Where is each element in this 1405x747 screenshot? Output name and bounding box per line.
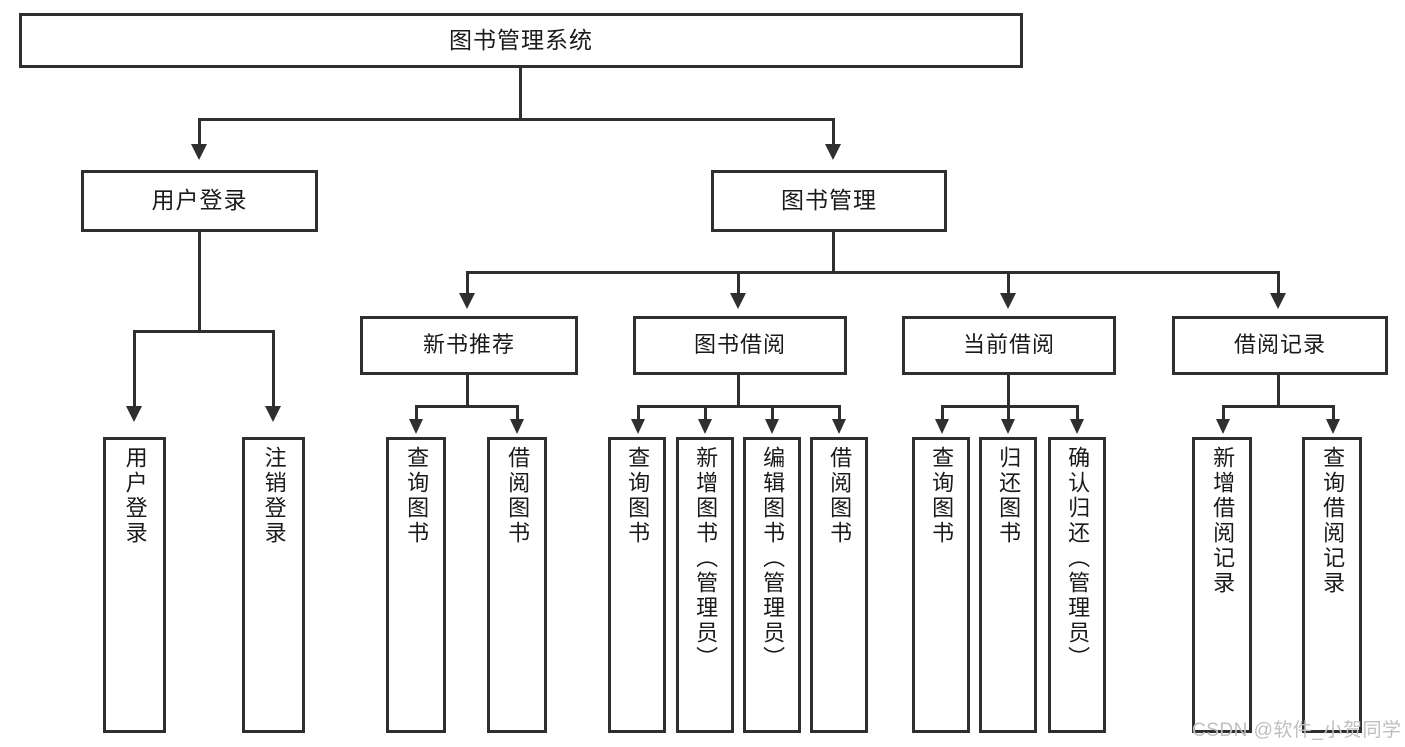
leaf-return-book[interactable]: 归还图书 [979,437,1037,733]
node-label: 图书借阅 [693,332,786,358]
connector-currentborrow-drop-2 [1007,405,1010,419]
arrow-to-leaf-borrow-book-a [510,419,524,434]
node-new-book-recommend[interactable]: 新书推荐 [360,316,578,375]
leaf-query-borrow-record[interactable]: 查询借阅记录 [1302,437,1362,733]
arrow-to-leaf-confirm-return [1070,419,1084,434]
connector-bookborrow-drop-4 [838,405,841,419]
connector-bookborrow-drop-2 [704,405,707,419]
arrow-to-leaf-user-login [126,406,142,422]
connector-userlogin-right-drop [272,330,275,406]
leaf-logout[interactable]: 注销登录 [242,437,305,733]
node-label: 借阅记录 [1233,332,1326,358]
node-label: 图书管理系统 [449,26,593,53]
connector-currentborrow-bus [941,405,1079,408]
node-label: 查询图书 [404,446,430,546]
connector-root-bus [198,118,835,121]
node-label: 归还图书 [996,446,1022,546]
leaf-confirm-return-admin[interactable]: 确认归还（管理员） [1048,437,1106,733]
leaf-add-borrow-record[interactable]: 新增借阅记录 [1192,437,1252,733]
arrow-to-book-management [825,144,841,160]
leaf-query-book-current[interactable]: 查询图书 [912,437,970,733]
connector-currentborrow-drop-1 [941,405,944,419]
connector-root-stem [519,68,522,120]
connector-userlogin-stem [198,232,201,332]
node-label: 查询借阅记录 [1320,446,1346,596]
arrow-to-leaf-logout [265,406,281,422]
arrow-to-book-borrow [730,293,746,309]
connector-borrowrecord-drop-2 [1332,405,1335,419]
node-user-login[interactable]: 用户登录 [81,170,318,232]
node-book-management[interactable]: 图书管理 [711,170,947,232]
arrow-to-leaf-query-book-a [409,419,423,434]
connector-tier2-drop-3 [1007,271,1010,293]
connector-userlogin-bus [133,330,275,333]
node-label: 确认归还（管理员） [1065,446,1091,671]
node-label: 编辑图书（管理员） [760,446,786,671]
leaf-borrow-book[interactable]: 借阅图书 [810,437,868,733]
connector-bookborrow-drop-3 [771,405,774,419]
connector-newbook-drop-1 [415,405,418,419]
arrow-to-leaf-add-book [698,419,712,434]
connector-tier2-drop-4 [1277,271,1280,293]
arrow-to-new-book-recommend [459,293,475,309]
connector-borrowrecord-bus [1222,405,1335,408]
leaf-user-login[interactable]: 用户登录 [103,437,166,733]
connector-currentborrow-drop-3 [1076,405,1079,419]
connector-root-left-drop [198,118,201,144]
connector-newbook-drop-2 [516,405,519,419]
arrow-to-leaf-borrow-book-b [832,419,846,434]
node-label: 用户登录 [151,187,248,214]
connector-bookborrow-drop-1 [637,405,640,419]
leaf-edit-book-admin[interactable]: 编辑图书（管理员） [743,437,801,733]
node-current-borrow[interactable]: 当前借阅 [902,316,1116,375]
node-root-system[interactable]: 图书管理系统 [19,13,1023,68]
arrow-to-leaf-query-book-b [631,419,645,434]
connector-newbook-stem [466,375,469,407]
node-label: 查询图书 [929,446,955,546]
node-borrow-record[interactable]: 借阅记录 [1172,316,1388,375]
node-label: 用户登录 [122,446,148,546]
leaf-query-book-recommend[interactable]: 查询图书 [386,437,446,733]
connector-borrowrecord-stem [1277,375,1280,407]
connector-newbook-bus [415,405,519,408]
node-label: 注销登录 [261,446,287,546]
node-label: 新书推荐 [422,332,515,358]
connector-root-right-drop [832,118,835,144]
connector-tier2-drop-2 [737,271,740,293]
node-label: 当前借阅 [962,332,1055,358]
arrow-to-current-borrow [1000,293,1016,309]
connector-currentborrow-stem [1007,375,1010,407]
node-label: 查询图书 [625,446,651,546]
leaf-query-book-borrow[interactable]: 查询图书 [608,437,666,733]
node-label: 借阅图书 [505,446,531,546]
arrow-to-leaf-return-book [1001,419,1015,434]
connector-userlogin-left-drop [133,330,136,406]
connector-borrowrecord-drop-1 [1222,405,1225,419]
arrow-to-leaf-query-book-c [935,419,949,434]
connector-tier2-drop-1 [466,271,469,293]
leaf-borrow-book-recommend[interactable]: 借阅图书 [487,437,547,733]
node-label: 新增图书（管理员） [693,446,719,671]
arrow-to-leaf-add-record [1216,419,1230,434]
connector-bookborrow-stem [737,375,740,407]
arrow-to-user-login [191,144,207,160]
connector-bookborrow-bus [637,405,841,408]
arrow-to-leaf-query-record [1326,419,1340,434]
arrow-to-borrow-record [1270,293,1286,309]
node-label: 借阅图书 [827,446,853,546]
node-book-borrow[interactable]: 图书借阅 [633,316,847,375]
connector-bookmgmt-bus [466,271,1280,274]
node-label: 新增借阅记录 [1210,446,1236,596]
node-label: 图书管理 [781,187,877,214]
connector-bookmgmt-stem [832,232,835,273]
leaf-add-book-admin[interactable]: 新增图书（管理员） [676,437,734,733]
arrow-to-leaf-edit-book [765,419,779,434]
